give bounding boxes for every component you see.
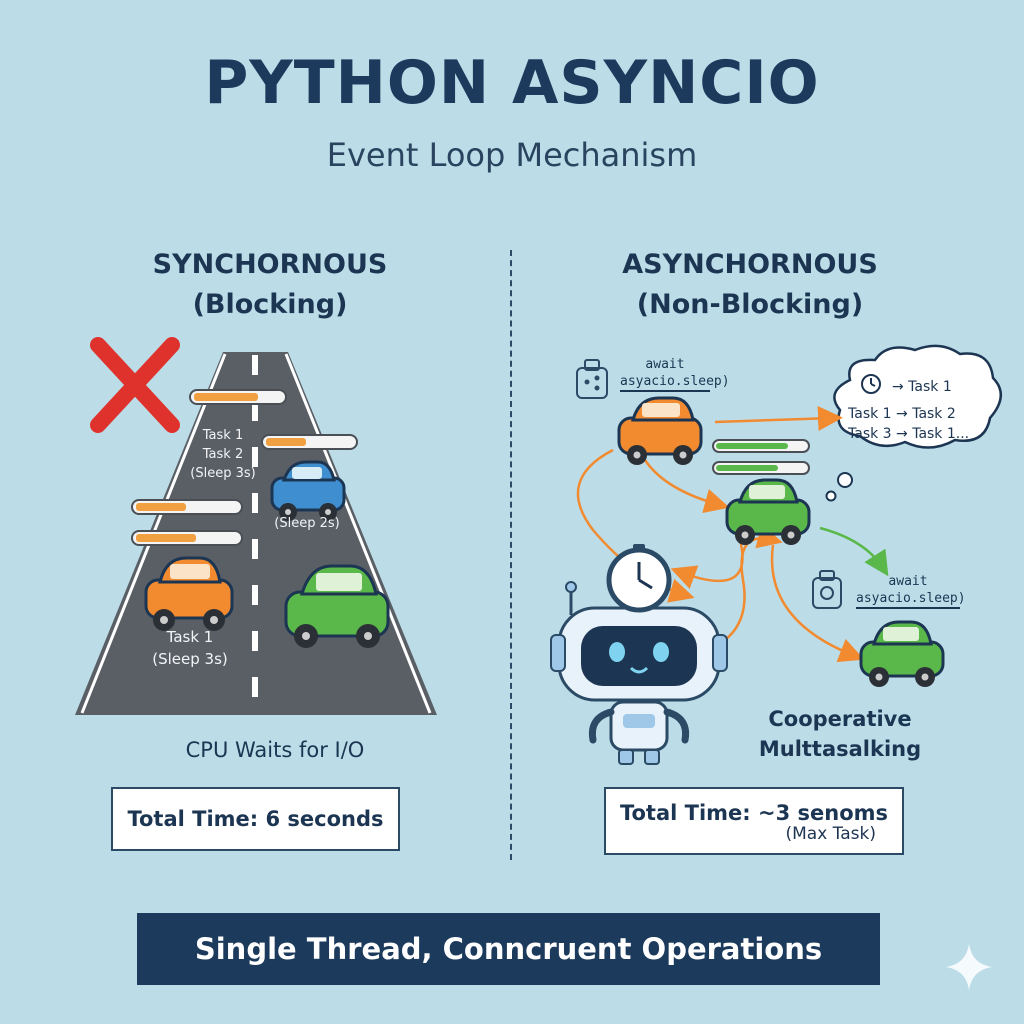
- red-x-icon: [90, 337, 180, 433]
- sync-total-time: Total Time: 6 seconds: [127, 807, 384, 831]
- footer-banner-text: Single Thread, Conncruent Operations: [194, 932, 823, 966]
- task-label-line: (Sleep 3s): [190, 466, 256, 481]
- await-label-line: asyacio.sleep): [620, 373, 730, 392]
- task-label-top: Task 1 Task 2 (Sleep 3s): [178, 426, 268, 483]
- async-event-loop-illustration: [550, 344, 1002, 765]
- progress-bar: [131, 530, 243, 546]
- thought-line-3: Task 3 → Task 1...: [848, 426, 970, 442]
- await-label-right: await asyacio.sleep): [856, 573, 966, 609]
- robot-icon: [550, 581, 728, 765]
- task-label-line: (Sleep 3s): [152, 650, 228, 668]
- task-label-line: Task 2: [202, 447, 244, 462]
- green-car-icon: [725, 478, 811, 545]
- await-label-line: await: [888, 574, 928, 589]
- clock-icon: [606, 544, 672, 613]
- progress-bar: [261, 434, 358, 450]
- orange-car-icon: [617, 396, 703, 465]
- task-scheduler-icon: [576, 359, 608, 399]
- thought-line-1: → Task 1: [892, 379, 952, 395]
- task-label-orange: Task 1 (Sleep 3s): [140, 626, 240, 670]
- await-label-top: await asyacio.sleep): [620, 356, 730, 392]
- page-title: PYTHON ASYNCIO: [204, 48, 820, 118]
- async-heading-title: ASYNCHORNOUS: [622, 249, 878, 280]
- page-subtitle: Event Loop Mechanism: [326, 136, 698, 174]
- async-heading-subtitle: (Non-Blocking): [636, 289, 864, 320]
- thought-line-2: Task 1 → Task 2: [848, 406, 956, 422]
- blue-car-icon: [270, 460, 346, 521]
- thought-bubble: [825, 344, 1002, 502]
- clock-icon: [861, 374, 881, 394]
- task-label-line: Task 1: [202, 428, 244, 443]
- sync-heading-title: SYNCHORNOUS: [152, 249, 388, 280]
- green-car-icon: [284, 564, 390, 648]
- async-total-time-box: Total Time: ~3 senoms (Max Task): [604, 787, 904, 855]
- footer-banner: Single Thread, Conncruent Operations: [137, 913, 880, 985]
- green-car-icon: [859, 620, 945, 687]
- await-label-line: asyacio.sleep): [856, 590, 966, 609]
- cpu-waits-text: CPU Waits for I/O: [185, 738, 365, 762]
- progress-bar: [189, 389, 287, 405]
- sync-heading-subtitle: (Blocking): [192, 289, 348, 320]
- async-heading: ASYNCHORNOUS (Non-Blocking): [570, 245, 930, 325]
- sync-road-illustration: [75, 337, 437, 715]
- task-label-blue: (Sleep 2s): [274, 516, 340, 531]
- cooperative-label: Cooperative Multtasalking: [745, 704, 935, 764]
- cooperative-label-line: Cooperative: [768, 707, 912, 731]
- async-total-time: Total Time: ~3 senoms: [619, 801, 889, 825]
- progress-bar: [131, 499, 243, 515]
- async-total-time-note: (Max Task): [785, 824, 876, 844]
- timer-icon: [812, 570, 842, 609]
- sync-heading: SYNCHORNOUS (Blocking): [90, 245, 450, 325]
- orange-car-icon: [144, 556, 234, 631]
- sparkle-icon: [946, 944, 992, 990]
- task-label-line: Task 1: [166, 628, 214, 646]
- progress-bar: [712, 439, 810, 453]
- sync-total-time-box: Total Time: 6 seconds: [111, 787, 400, 851]
- await-label-line: await: [645, 357, 685, 372]
- section-divider: [510, 250, 512, 860]
- cooperative-label-line: Multtasalking: [758, 737, 922, 761]
- progress-bar: [712, 461, 810, 475]
